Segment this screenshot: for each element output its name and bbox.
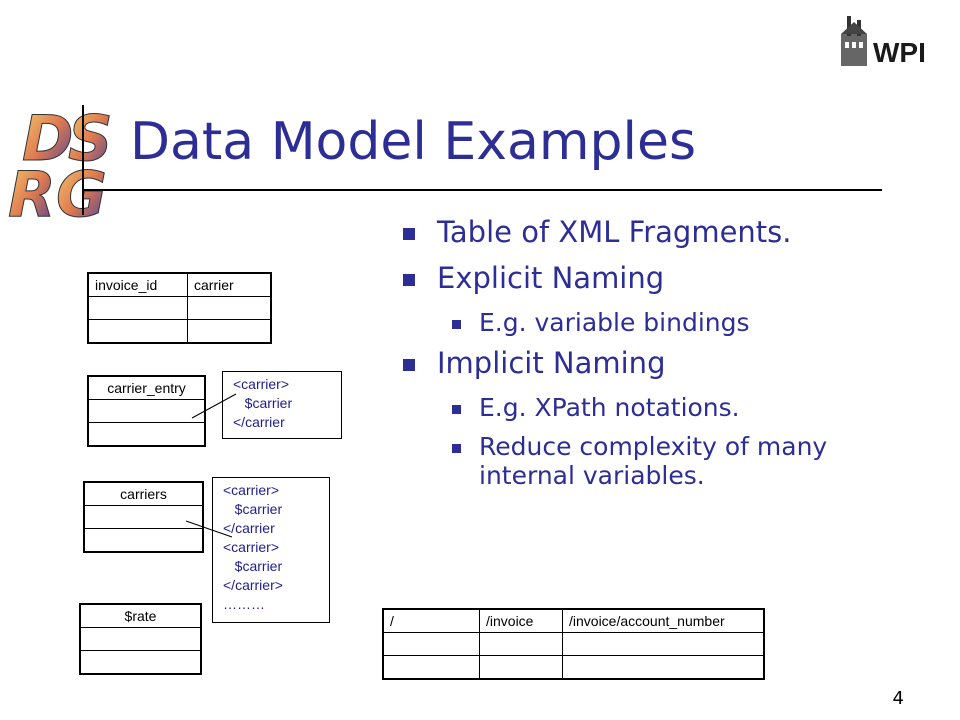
table-cell [479, 632, 563, 656]
table-cell [79, 627, 202, 651]
bullet-explicit-naming: Explicit Naming [395, 262, 895, 294]
dsrg-logo: D S R G [8, 102, 114, 224]
title-rule-vertical [82, 105, 84, 215]
logo-letter-d: D [22, 102, 73, 175]
xml-line: </carrier [233, 414, 285, 430]
table-cell [79, 650, 202, 675]
table-cell [187, 296, 272, 320]
xml-line: $carrier [223, 558, 283, 574]
xml-line: <carrier> [223, 539, 280, 555]
rate-table: $rate [79, 603, 202, 675]
sub-bullet-xpath-notations: E.g. XPath notations. [395, 393, 895, 422]
logo-letter-s: S [68, 102, 113, 175]
table-cell [562, 655, 765, 680]
invoice-table: invoice_id carrier [87, 272, 272, 344]
table-cell [87, 422, 206, 447]
xml-line: ……… [223, 596, 265, 612]
xpath-table: / /invoice /invoice/account_number [382, 608, 765, 680]
sub-bullet-variable-bindings: E.g. variable bindings [395, 308, 895, 337]
sub-bullet-reduce-complexity: Reduce complexity of many internal varia… [395, 432, 895, 490]
header-carrier: carrier [187, 272, 272, 297]
xml-line: </carrier [223, 520, 275, 536]
table-cell [479, 655, 563, 680]
table-cell [83, 505, 204, 529]
table-cell [382, 632, 480, 656]
header-invoice-id: invoice_id [87, 272, 188, 297]
bullet-implicit-naming: Implicit Naming [395, 347, 895, 379]
header-rate: $rate [79, 603, 202, 628]
table-cell [187, 319, 272, 344]
wpi-logo: WPI [841, 16, 926, 68]
title-rule-horizontal [82, 189, 882, 191]
bullet-list: Table of XML Fragments. Explicit Naming … [395, 216, 895, 500]
table-cell [382, 655, 480, 680]
xml-fragment-multiple: <carrier> $carrier </carrier <carrier> $… [212, 477, 330, 623]
page-number: 4 [892, 688, 904, 709]
table-cell [83, 528, 204, 553]
carriers-table: carriers [83, 481, 204, 553]
xml-line: $carrier [223, 501, 283, 517]
wpi-logo-text: WPI [873, 37, 926, 68]
table-cell [87, 319, 188, 344]
xml-line: </carrier> [223, 577, 283, 593]
table-cell [562, 632, 765, 656]
xml-line: $carrier [233, 395, 293, 411]
bullet-table-of-xml-fragments: Table of XML Fragments. [395, 216, 895, 248]
xml-line: <carrier> [233, 376, 290, 392]
xml-line: <carrier> [223, 482, 280, 498]
slide-title: Data Model Examples [130, 112, 697, 172]
header-invoice-path: /invoice [479, 608, 563, 633]
logo-letter-r: R [8, 158, 56, 223]
table-cell [87, 296, 188, 320]
carrier-entry-table: carrier_entry [87, 375, 206, 447]
xml-fragment-single: <carrier> $carrier </carrier [222, 371, 342, 439]
table-cell [87, 399, 206, 423]
header-account-number-path: /invoice/account_number [562, 608, 765, 633]
header-carrier-entry: carrier_entry [87, 375, 206, 400]
header-carriers: carriers [83, 481, 204, 506]
header-root-path: / [382, 608, 480, 633]
